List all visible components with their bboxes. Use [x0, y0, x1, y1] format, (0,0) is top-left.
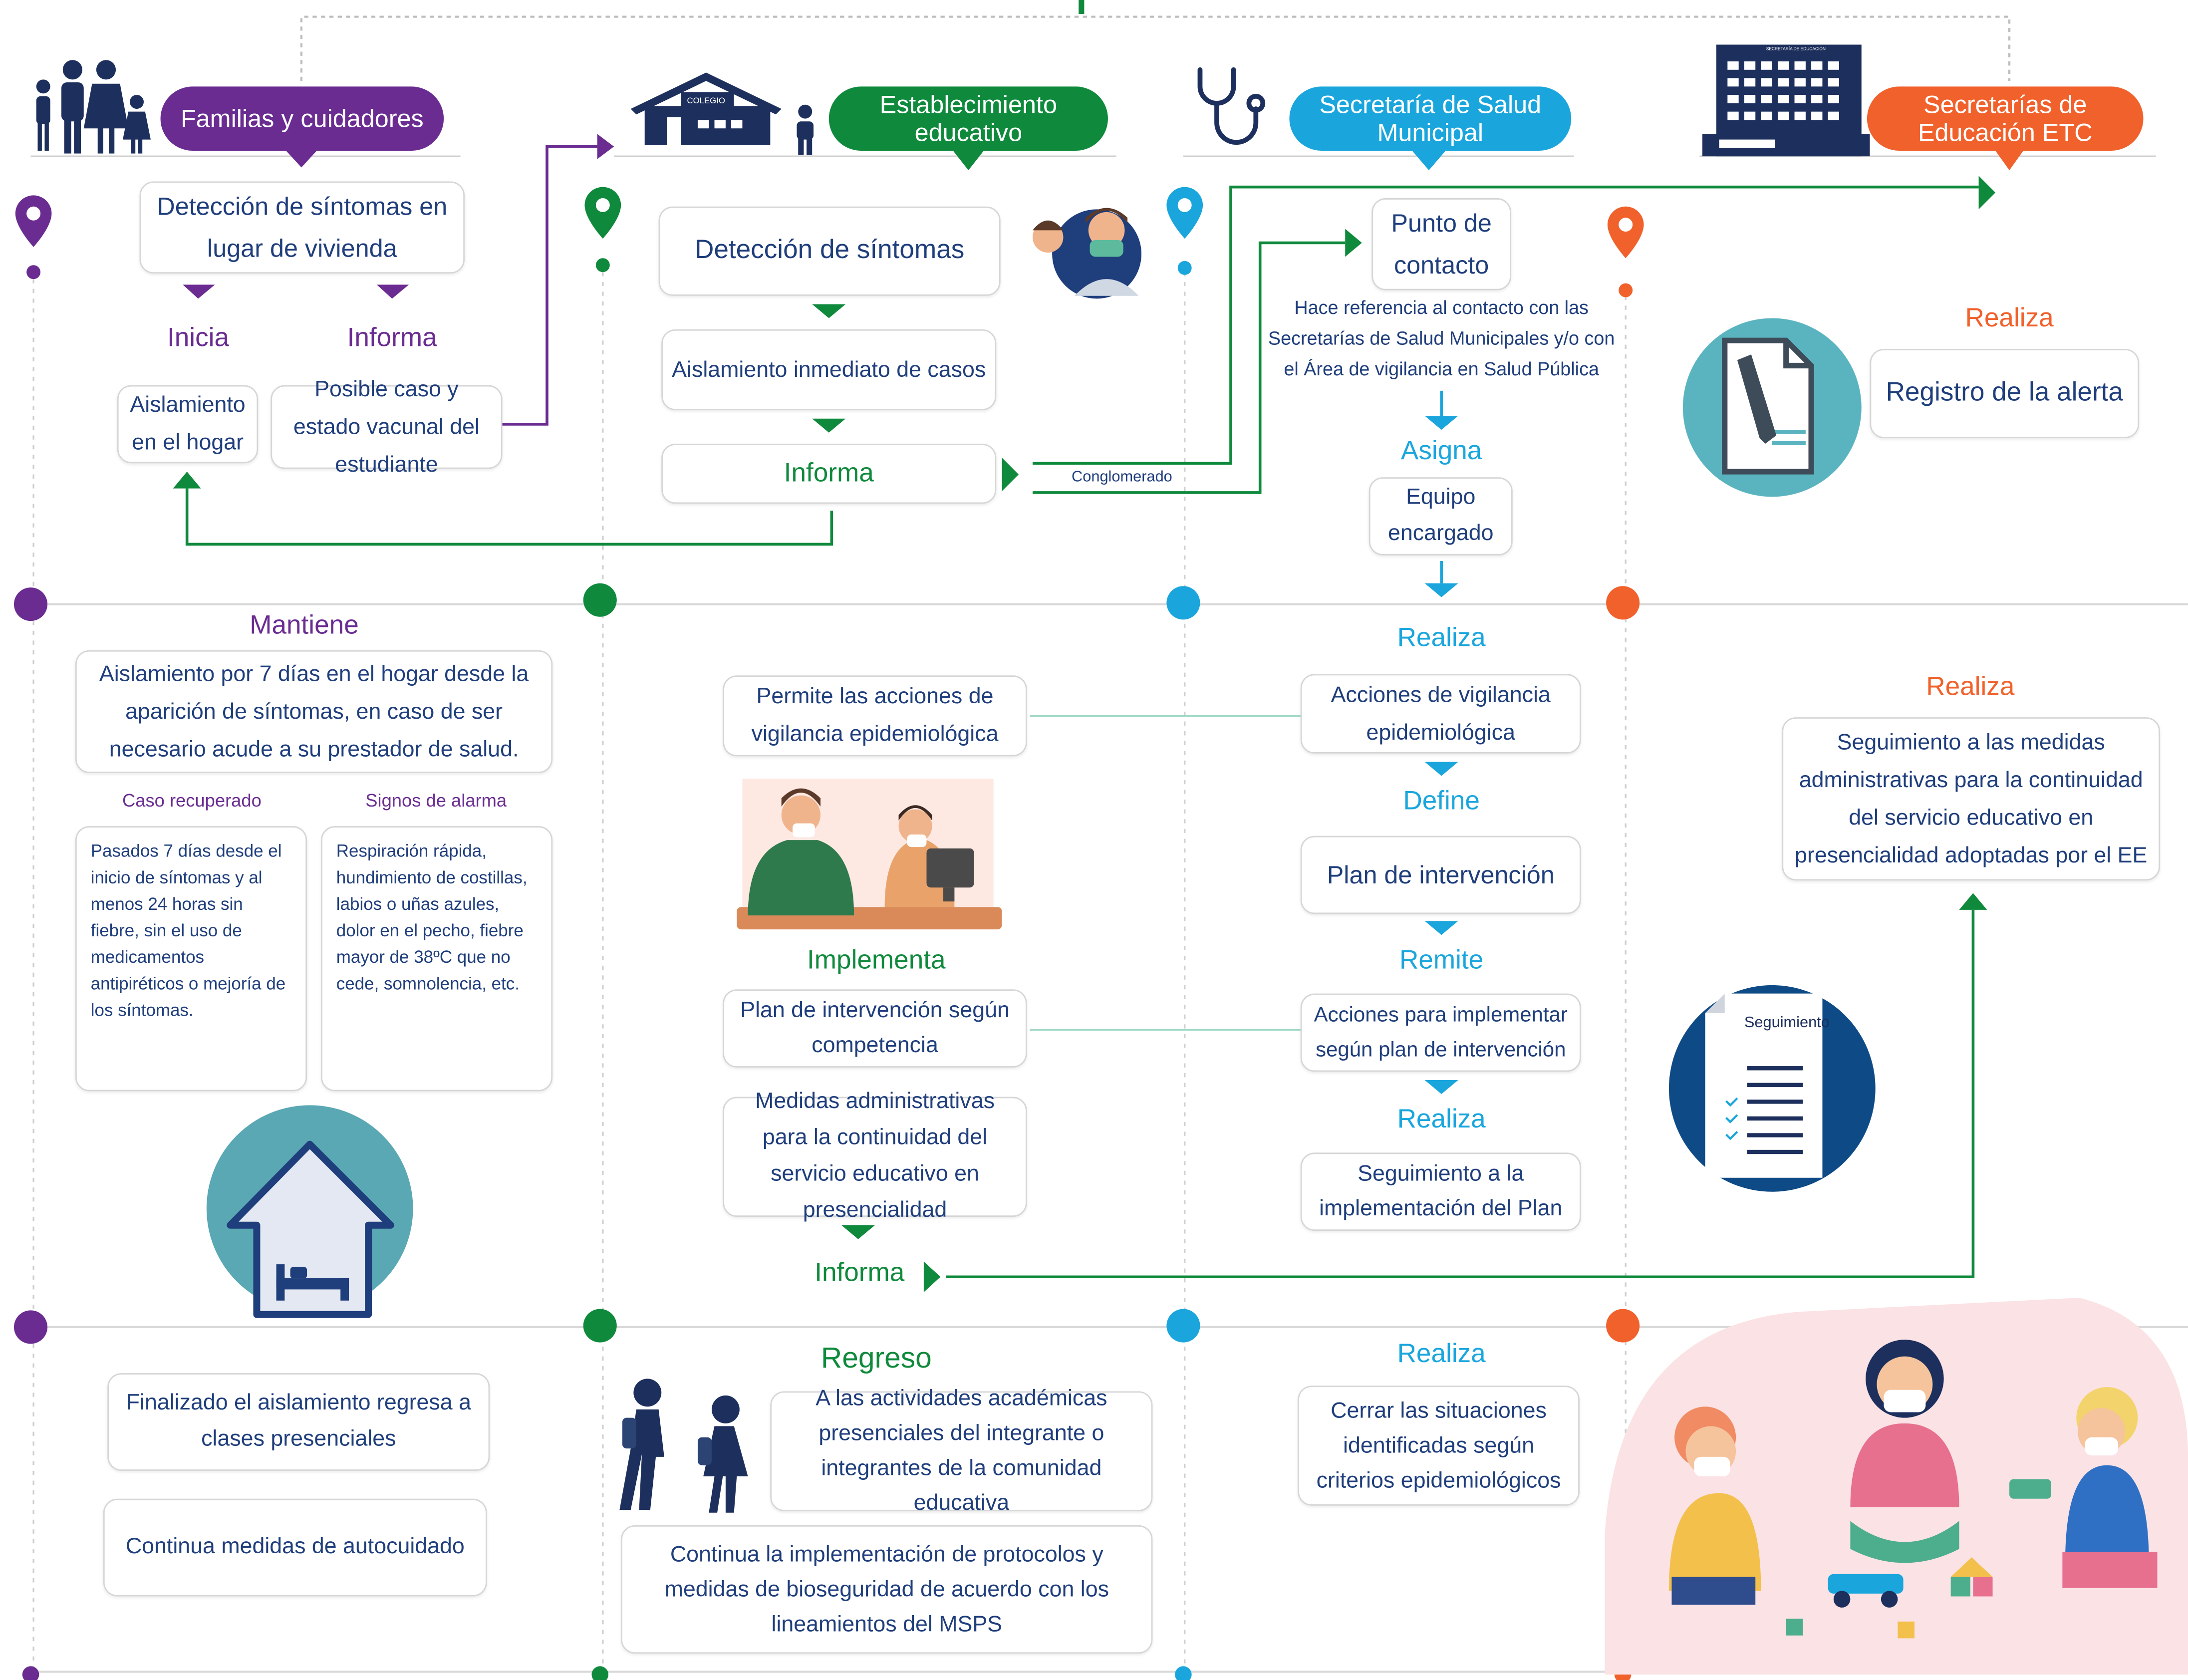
families-aislamiento-box: Aislamiento en el hogar [117, 385, 259, 464]
document-edit-icon [1682, 318, 1862, 497]
stethoscope-icon [1197, 67, 1266, 145]
school-regreso-label: Regreso [820, 1342, 932, 1375]
health-seguimiento-box: Seguimiento a la implementación del Plan [1300, 1152, 1581, 1231]
health-punto-box: Punto de contacto [1371, 198, 1511, 290]
government-building-icon [1702, 44, 1870, 157]
health-referencia-text: Hace referencia al contacto con las Secr… [1268, 297, 1615, 380]
education-seguimiento-box: Seguimiento a las medidas administrativa… [1782, 717, 2161, 881]
school-plan-box: Plan de intervención según competencia [723, 989, 1027, 1068]
health-remite-label: Remite [1399, 946, 1484, 976]
location-pin-icon-purple [15, 195, 52, 280]
families-informa-label: Informa [347, 323, 437, 353]
school-aislamiento-box: Aislamiento inmediato de casos [661, 329, 997, 410]
location-pin-icon-orange [1607, 206, 1644, 297]
families-posible-box: Posible caso y estado vacunal del estudi… [271, 377, 503, 477]
health-acciones-impl-box: Acciones para implementar según plan de … [1300, 993, 1581, 1072]
row-nodes [13, 583, 1640, 1680]
school-detect-box: Detección de síntomas [658, 206, 1001, 296]
education-realiza1-label: Realiza [1965, 304, 2054, 334]
school-informa2-label: Informa [815, 1258, 905, 1288]
signos-alarma-box: Respiración rápida, hundimiento de costi… [321, 826, 553, 1092]
conglomerado-label: Conglomerado [1072, 469, 1172, 486]
families-detect-box: Detección de síntomas en lugar de vivien… [139, 181, 465, 274]
education-registro-box: Registro de la alerta [1870, 348, 2140, 438]
location-pin-icon-blue [1166, 187, 1203, 275]
health-equipo-box: Equipo encargado [1368, 477, 1513, 556]
school-medidas-box: Medidas administrativas para la continui… [723, 1090, 1027, 1222]
health-asigna-label: Asigna [1400, 437, 1482, 466]
education-realiza2-label: Realiza [1926, 672, 2015, 702]
house-bed-icon [206, 1105, 413, 1318]
header-school: Establecimiento educativo [828, 86, 1108, 151]
health-realiza1-label: Realiza [1397, 623, 1486, 653]
sick-people-icon [1032, 208, 1142, 299]
consultation-illustration-icon [737, 779, 1002, 930]
health-plan-box: Plan de intervención [1300, 836, 1581, 914]
families-aislamiento7-box: Aislamiento por 7 días en el hogar desde… [75, 650, 553, 773]
families-mantiene-label: Mantiene [250, 611, 359, 641]
school-actividades-box: A las actividades académicas presenciale… [770, 1387, 1153, 1515]
header-families: Familias y cuidadores [160, 86, 444, 151]
signos-alarma-title: Signos de alarma [365, 790, 507, 811]
doc-label: Seguimiento [1744, 1014, 1830, 1032]
school-implementa-label: Implementa [807, 946, 946, 976]
health-define-label: Define [1403, 787, 1480, 817]
school-protocolos-box: Continua la implementación de protocolos… [621, 1525, 1153, 1654]
health-realiza3-label: Realiza [1397, 1340, 1486, 1369]
students-walking-icon [619, 1379, 748, 1513]
school-icon [630, 72, 814, 155]
header-education: Secretarías de Educación ETC [1867, 86, 2144, 151]
caso-recuperado-title: Caso recuperado [122, 790, 262, 811]
families-finalizado-box: Finalizado el aislamiento regresa a clas… [107, 1373, 490, 1471]
family-icon [36, 60, 151, 154]
top-green-stub [1079, 0, 1085, 14]
health-cerrar-box: Cerrar las situaciones identificadas seg… [1298, 1386, 1580, 1506]
health-realiza2-label: Realiza [1397, 1105, 1486, 1135]
families-continua-box: Continua medidas de autocuidado [103, 1498, 487, 1597]
school-informa-box: Informa [661, 444, 997, 504]
health-acciones-box: Acciones de vigilancia epidemiológica [1300, 674, 1581, 754]
header-health: Secretaría de Salud Municipal [1289, 86, 1572, 151]
school-permite-box: Permite las acciones de vigilancia epide… [723, 675, 1027, 757]
location-pin-icon-green [584, 187, 621, 273]
caso-recuperado-box: Pasados 7 días desde el inicio de síntom… [75, 826, 307, 1092]
school-sign-label: COLEGIO [687, 97, 725, 106]
checklist-document-icon [1668, 985, 1876, 1192]
building-sign-label: SECRETARÍA DE EDUCACIÓN [1766, 46, 1826, 52]
children-playing-illustration-icon [1605, 1298, 2188, 1675]
families-inicia-label: Inicia [167, 323, 230, 353]
